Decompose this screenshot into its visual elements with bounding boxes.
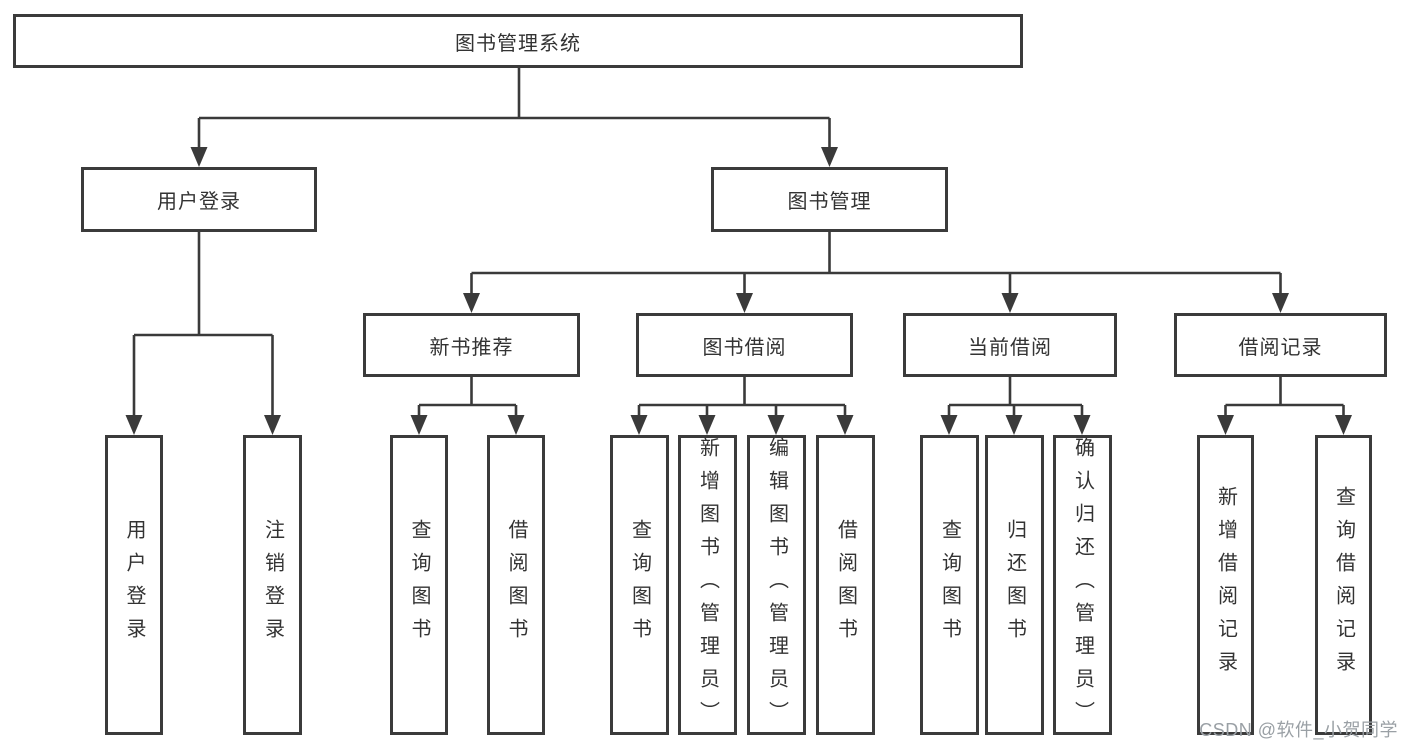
node-leaf-borrow-book-label: 借阅图书 [834, 519, 857, 651]
node-leaf-logout-label: 注销登录 [261, 519, 284, 651]
node-leaf-query-book-borrow-label: 查询图书 [628, 519, 651, 651]
node-leaf-return-book-label: 归还图书 [1003, 519, 1026, 651]
node-current-borrow-label: 当前借阅 [968, 336, 1052, 359]
node-leaf-add-borrow-record-label: 新增借阅记录 [1214, 486, 1237, 684]
node-root-label: 图书管理系统 [455, 32, 581, 55]
node-leaf-user-login-label: 用户登录 [123, 519, 145, 651]
node-leaf-query-book-current-label: 查询图书 [938, 519, 961, 651]
node-leaf-query-book-recommend-label: 查询图书 [408, 519, 430, 651]
node-leaf-return-book: 归还图书 [985, 435, 1044, 735]
node-leaf-edit-book-admin-label: 编辑图书（管理员） [765, 436, 788, 734]
node-leaf-query-borrow-record-label: 查询借阅记录 [1332, 486, 1355, 684]
node-borrow-records: 借阅记录 [1174, 313, 1387, 377]
watermark: CSDN @软件_小贺同学 [1199, 720, 1398, 740]
node-leaf-query-book-current: 查询图书 [920, 435, 979, 735]
node-user-login: 用户登录 [81, 167, 317, 232]
node-leaf-confirm-return-admin-label: 确认归还（管理员） [1071, 436, 1094, 734]
node-leaf-borrow-book-recommend: 借阅图书 [487, 435, 545, 735]
node-leaf-query-book-recommend: 查询图书 [390, 435, 448, 735]
node-leaf-user-login: 用户登录 [105, 435, 163, 735]
node-leaf-add-borrow-record: 新增借阅记录 [1197, 435, 1254, 735]
node-new-book-recommend: 新书推荐 [363, 313, 580, 377]
node-book-management: 图书管理 [711, 167, 948, 232]
node-leaf-borrow-book-recommend-label: 借阅图书 [505, 519, 527, 651]
node-leaf-borrow-book: 借阅图书 [816, 435, 875, 735]
node-leaf-query-book-borrow: 查询图书 [610, 435, 669, 735]
node-leaf-query-borrow-record: 查询借阅记录 [1315, 435, 1372, 735]
node-leaf-edit-book-admin: 编辑图书（管理员） [747, 435, 806, 735]
node-current-borrow: 当前借阅 [903, 313, 1117, 377]
node-book-management-label: 图书管理 [787, 191, 872, 213]
node-root: 图书管理系统 [13, 14, 1023, 68]
node-book-borrow-label: 图书借阅 [702, 336, 787, 359]
node-leaf-add-book-admin-label: 新增图书（管理员） [696, 436, 719, 734]
node-new-book-recommend-label: 新书推荐 [429, 336, 514, 359]
node-leaf-logout: 注销登录 [243, 435, 302, 735]
node-leaf-confirm-return-admin: 确认归还（管理员） [1053, 435, 1112, 735]
node-borrow-records-label: 借阅记录 [1238, 336, 1323, 359]
node-user-login-label: 用户登录 [157, 191, 241, 213]
node-book-borrow: 图书借阅 [636, 313, 853, 377]
node-leaf-add-book-admin: 新增图书（管理员） [678, 435, 737, 735]
